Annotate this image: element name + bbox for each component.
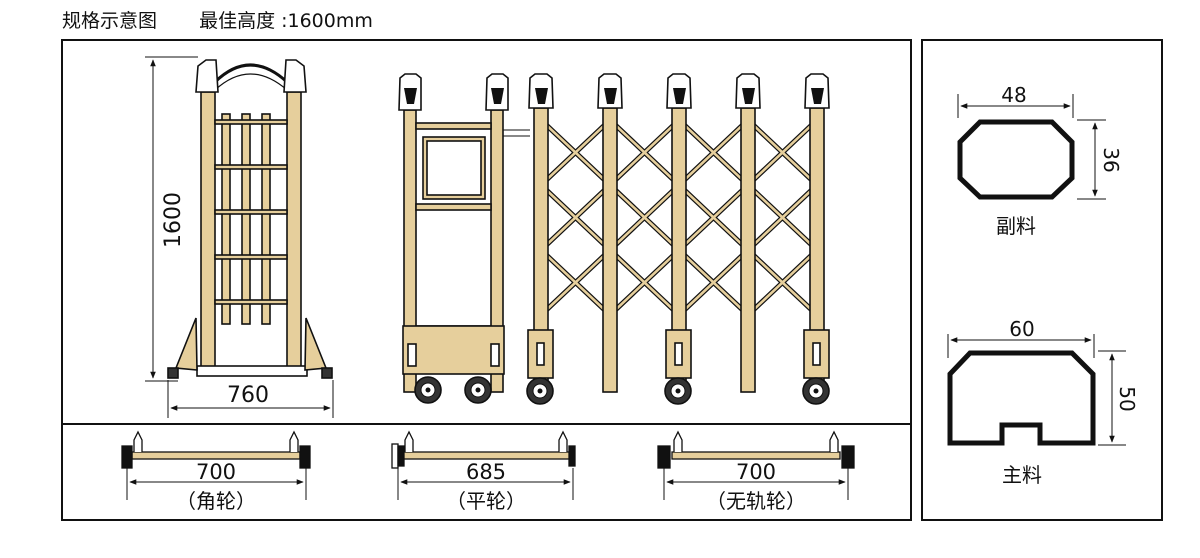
wheel-corner-dim: 700 bbox=[196, 460, 236, 484]
diagram-title: 规格示意图 bbox=[62, 10, 158, 32]
wheel-flat-dim: 685 bbox=[466, 460, 506, 484]
sub-profile-name: 副料 bbox=[996, 214, 1036, 238]
gate-front-view bbox=[398, 73, 830, 405]
width-dim-label: 760 bbox=[227, 383, 269, 408]
wheels-frame bbox=[61, 423, 912, 521]
sub-profile-width: 48 bbox=[1001, 83, 1026, 107]
main-profile bbox=[947, 334, 1126, 446]
profiles-frame bbox=[921, 39, 1163, 521]
wheel-corner-name: （角轮） bbox=[176, 489, 256, 513]
gate-side-view bbox=[167, 59, 333, 379]
wheel-diagram-flat bbox=[391, 430, 576, 500]
header: 规格示意图 最佳高度 :1600mm bbox=[62, 6, 373, 33]
wheel-flat-name: （平轮） bbox=[446, 489, 526, 513]
wheel-diagram-trackless bbox=[657, 430, 855, 500]
height-dim-label: 1600 bbox=[161, 192, 186, 248]
max-height-label: 最佳高度 :1600mm bbox=[199, 10, 373, 32]
gate-dimensions bbox=[145, 56, 334, 418]
wheel-trackless-name: （无轨轮） bbox=[706, 489, 806, 513]
wheel-trackless-dim: 700 bbox=[736, 460, 776, 484]
sub-profile-height: 36 bbox=[1099, 147, 1123, 172]
main-profile-name: 主料 bbox=[1002, 463, 1042, 487]
sub-profile bbox=[957, 94, 1106, 200]
main-profile-width: 60 bbox=[1009, 317, 1034, 341]
wheel-diagram-corner bbox=[121, 430, 311, 500]
main-profile-height: 50 bbox=[1115, 386, 1139, 411]
